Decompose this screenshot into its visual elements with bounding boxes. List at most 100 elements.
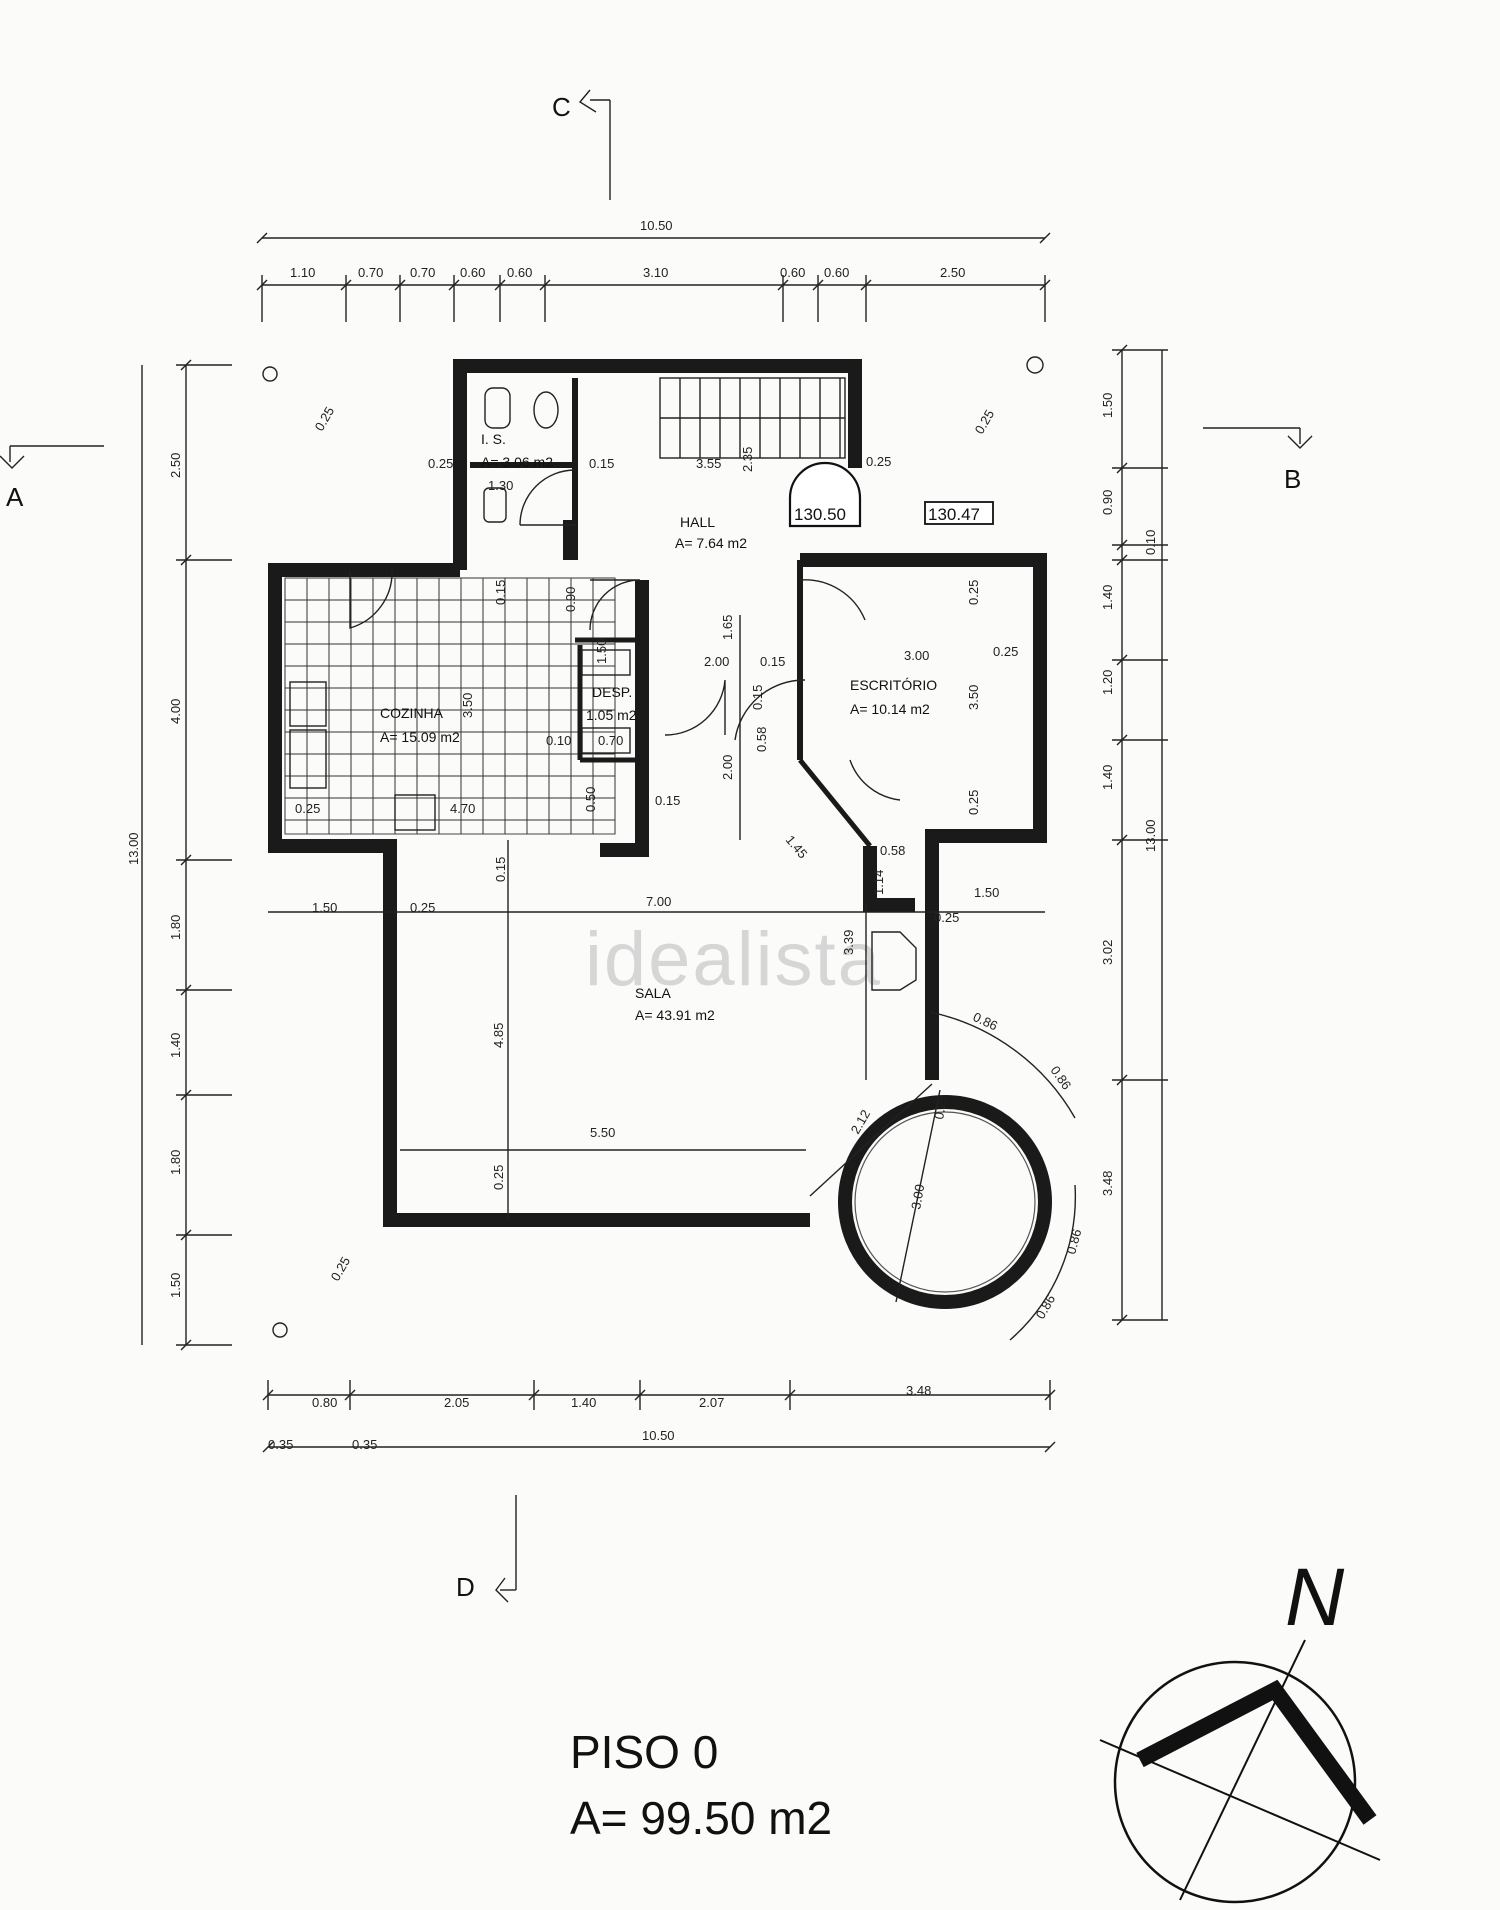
kitchen-fixtures [289,649,631,831]
svg-text:4.00: 4.00 [168,699,183,724]
svg-text:0.86: 0.86 [1048,1063,1075,1092]
svg-text:0.15: 0.15 [655,793,680,808]
svg-text:0.25: 0.25 [410,900,435,915]
svg-text:2.00: 2.00 [704,654,729,669]
svg-text:A: A [6,482,24,512]
svg-text:1.40: 1.40 [1100,765,1115,790]
svg-text:A= 43.91 m2: A= 43.91 m2 [635,1007,715,1023]
svg-text:4.85: 4.85 [491,1023,506,1048]
floor-area: A= 99.50 m2 [570,1792,832,1844]
svg-text:SALA: SALA [635,985,671,1001]
svg-text:I. S.: I. S. [481,431,506,447]
section-marker-c: C [552,89,611,200]
svg-text:1.40: 1.40 [168,1033,183,1058]
room-hall: HALL A= 7.64 m2 [675,514,747,551]
svg-text:0.25: 0.25 [295,801,320,816]
svg-text:0.25: 0.25 [966,790,981,815]
svg-text:3.48: 3.48 [1100,1171,1115,1196]
svg-text:4.70: 4.70 [450,801,475,816]
svg-text:0.35: 0.35 [352,1437,377,1452]
fireplace [871,931,917,991]
svg-text:C: C [552,92,571,122]
svg-text:0.70: 0.70 [410,265,435,280]
svg-text:COZINHA: COZINHA [380,705,444,721]
svg-text:2.50: 2.50 [168,453,183,478]
svg-text:3.02: 3.02 [1100,940,1115,965]
svg-text:3.48: 3.48 [906,1383,931,1398]
svg-text:0.25: 0.25 [993,644,1018,659]
svg-text:2.50: 2.50 [940,265,965,280]
svg-text:0.80: 0.80 [312,1395,337,1410]
svg-text:0.50: 0.50 [583,787,598,812]
svg-text:0.70: 0.70 [358,265,383,280]
svg-text:0.15: 0.15 [493,857,508,882]
svg-text:1.50: 1.50 [168,1273,183,1298]
svg-text:0.70: 0.70 [598,733,623,748]
svg-text:3.50: 3.50 [966,685,981,710]
staircase [659,377,846,459]
drawn-line [1039,232,1051,244]
svg-text:0.86: 0.86 [971,1009,1000,1033]
svg-text:3.00: 3.00 [908,1183,927,1211]
kitchen-tiles [284,577,616,835]
interior-partitions [470,378,872,848]
svg-text:0.25: 0.25 [328,1254,354,1283]
room-labels: I. S. A= 3.06 m2 HALL A= 7.64 m2 COZINHA… [380,431,937,1023]
svg-text:3.50: 3.50 [460,693,475,718]
svg-text:1.45: 1.45 [783,832,811,861]
svg-text:1.20: 1.20 [1100,670,1115,695]
svg-text:0.58: 0.58 [754,727,769,752]
svg-text:0.15: 0.15 [750,685,765,710]
svg-text:B: B [1284,464,1301,494]
svg-text:0.25: 0.25 [428,456,453,471]
svg-text:A= 3.06 m2: A= 3.06 m2 [481,454,553,470]
svg-text:1.40: 1.40 [1100,585,1115,610]
svg-text:3.39: 3.39 [841,930,856,955]
svg-text:0.90: 0.90 [1100,490,1115,515]
floor-name: PISO 0 [570,1726,718,1778]
svg-text:0.25: 0.25 [312,404,338,433]
svg-text:1.30: 1.30 [488,478,513,493]
svg-text:1.05 m2: 1.05 m2 [586,707,637,723]
elevation-130-47: 130.47 [928,505,980,524]
north-arrow-icon: N [1099,1552,1381,1904]
column-markers [262,356,1044,1338]
round-tower [809,1083,1052,1309]
svg-text:0.15: 0.15 [493,580,508,605]
svg-text:2.05: 2.05 [444,1395,469,1410]
svg-text:1.50: 1.50 [974,885,999,900]
svg-text:A= 15.09 m2: A= 15.09 m2 [380,729,460,745]
svg-text:0.35: 0.35 [268,1437,293,1452]
svg-text:0.25: 0.25 [931,1093,950,1121]
svg-text:2.35: 2.35 [740,447,755,472]
svg-text:0.25: 0.25 [934,910,959,925]
drawn-line [256,232,268,244]
svg-text:2.00: 2.00 [720,755,735,780]
svg-text:0.25: 0.25 [491,1165,506,1190]
svg-text:HALL: HALL [680,514,715,530]
svg-text:1.40: 1.40 [571,1395,596,1410]
svg-text:1.80: 1.80 [168,1150,183,1175]
elevation-130-50: 130.50 [794,505,846,524]
exterior-walls [268,359,1047,1227]
svg-text:0.15: 0.15 [589,456,614,471]
svg-text:0.90: 0.90 [563,587,578,612]
svg-text:0.60: 0.60 [507,265,532,280]
dimension-labels: 10.50 1.10 0.70 0.70 0.60 0.60 3.10 0.60… [126,218,1158,1452]
svg-text:1.10: 1.10 [290,265,315,280]
drawn-line [1044,1441,1056,1453]
svg-text:3.10: 3.10 [643,265,668,280]
svg-text:D: D [456,1572,475,1602]
door-swings [349,469,901,801]
svg-text:1.80: 1.80 [168,915,183,940]
svg-text:10.50: 10.50 [640,218,673,233]
svg-text:3.55: 3.55 [696,456,721,471]
wc-fixtures [483,387,559,523]
svg-text:0.86: 0.86 [1033,1292,1059,1321]
watermark: idealista [585,917,882,1002]
section-marker-a: A [0,445,104,512]
room-escritorio: ESCRITÓRIO A= 10.14 m2 [850,677,937,717]
svg-text:0.10: 0.10 [1143,530,1158,555]
svg-text:0.10: 0.10 [546,733,571,748]
svg-text:1.50: 1.50 [594,639,609,664]
